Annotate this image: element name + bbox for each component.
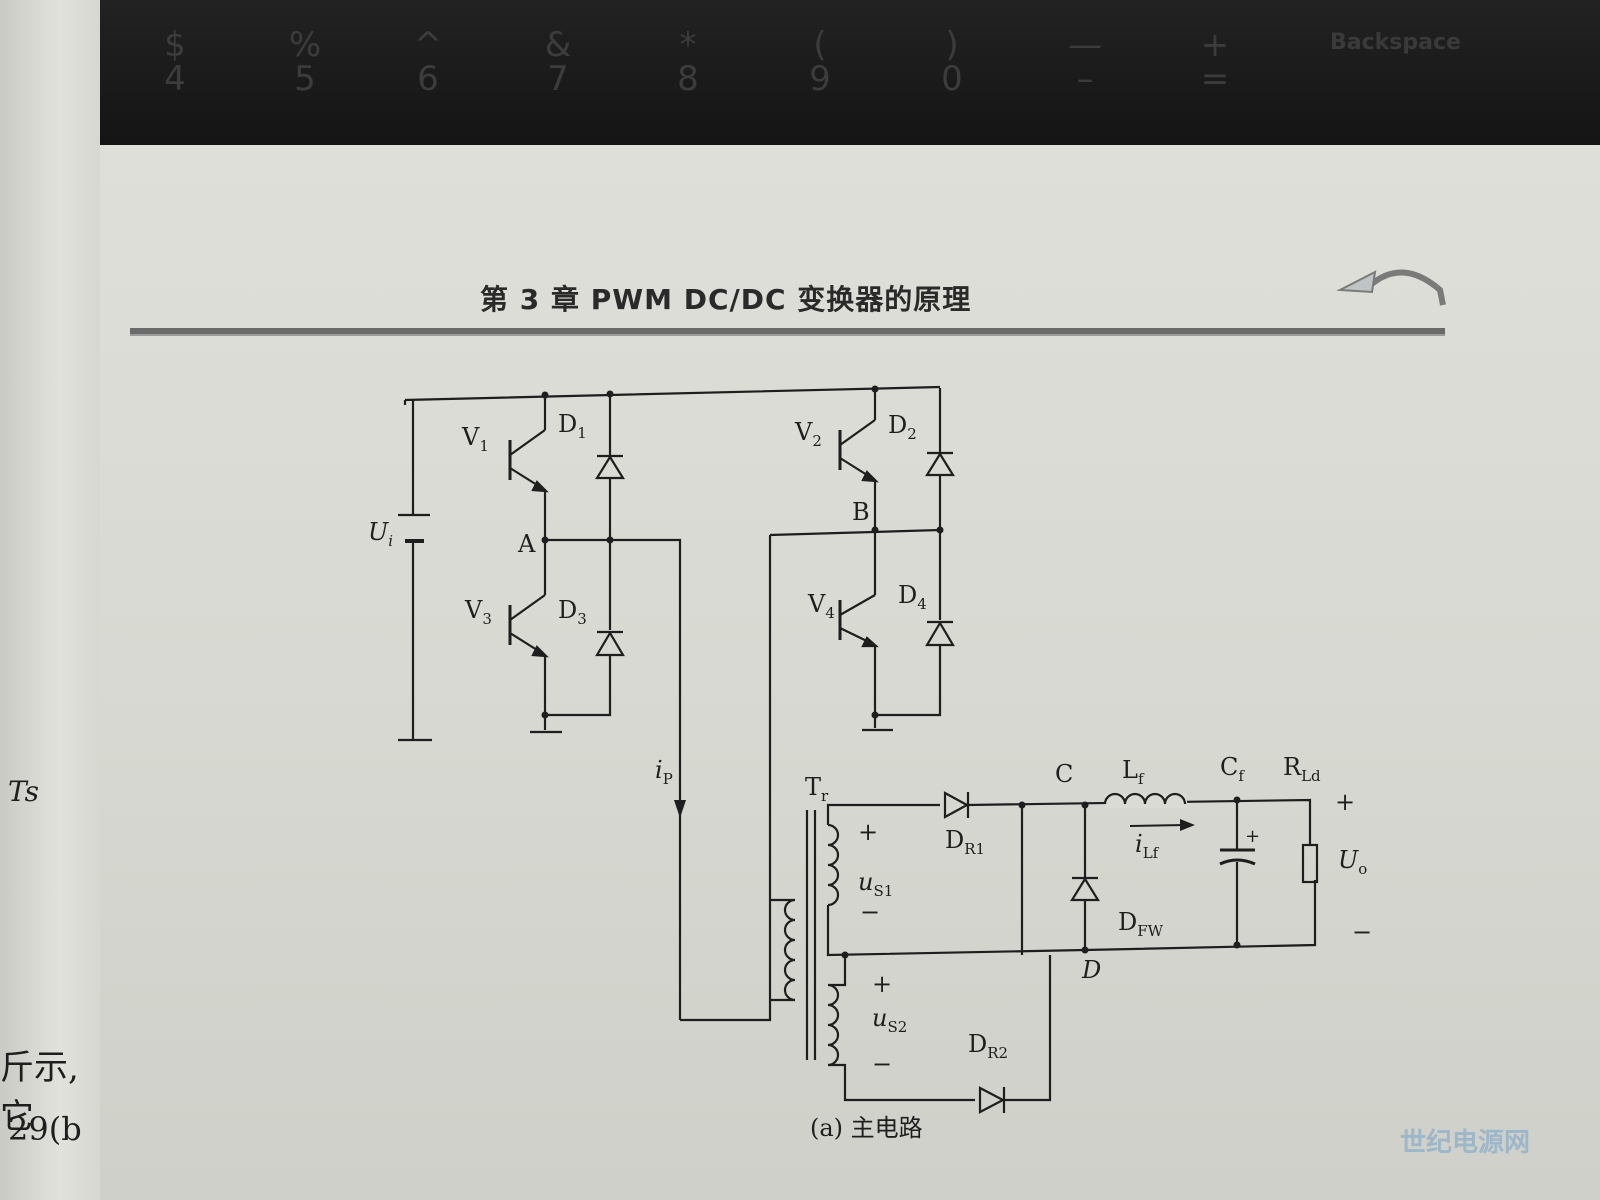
key-top: + [1200,25,1230,65]
key-7: &7 [528,28,588,96]
key-backspace: Backspace [1330,30,1461,55]
diode-d1-symbol [595,454,625,480]
key-0: )0 [922,28,982,96]
key-top: $ [164,25,186,65]
key-top: ) [945,25,959,65]
watermark-logo: 世纪电源网 [1400,1128,1531,1158]
key-bottom: 0 [941,59,963,99]
transformer-symbol [770,810,840,1067]
label-plus-out: + [1335,788,1355,816]
label-v1: V1 [461,423,489,455]
left-text-2: 29(b [8,1110,82,1148]
key-top: & [544,25,572,65]
label-ip: iP [655,756,673,788]
label-node-c: C [1055,760,1073,788]
label-dfw: DFW [1118,908,1164,940]
key-bottom: 9 [809,59,831,99]
label-minus-s1: − [860,898,880,926]
key-bottom: 6 [417,59,439,99]
label-minus-s2: − [872,1050,892,1078]
key-5: %5 [275,28,335,96]
key-bottom: 7 [547,59,569,99]
primary-bridge-wires [398,385,942,1022]
diode-dr2-symbol [978,1086,1006,1114]
ilf-current-arrow [1129,819,1195,831]
key-minus: —– [1055,28,1115,96]
label-v4: V4 [807,590,835,622]
label-v2: V2 [794,418,822,450]
key-bottom: 8 [677,59,699,99]
label-plus-s1: + [858,818,878,846]
chapter-header: 第 3 章 PWM DC/DC 变换器的原理 [480,283,972,316]
label-node-b: B [852,498,870,526]
header-rule [130,328,1445,336]
key-4: $4 [145,28,205,96]
label-rld: RLd [1283,753,1321,785]
key-top: ( [813,25,827,65]
inductor-lf-symbol [1103,792,1187,808]
transistor-v1-symbol [508,429,549,493]
key-9: (9 [790,28,850,96]
label-ilf: iLf [1135,830,1160,862]
label-plus-s2: + [872,970,892,998]
key-top: % [288,25,322,65]
diode-dr1-symbol [943,791,970,819]
diode-d2-symbol [925,451,955,477]
key-top: * [679,25,697,65]
label-ui: Ui [368,518,393,550]
circuit-labels: Ui V1 D1 V3 D3 V2 D2 V4 D4 A B C D iP Tr… [368,410,1372,1078]
key-6: ^6 [398,28,458,96]
label-node-a: A [517,530,536,558]
ip-current-arrow [674,800,686,818]
label-uo: Uo [1338,846,1367,878]
label-cap-plus: + [1245,826,1260,847]
key-bottom: 4 [164,59,186,99]
transistor-v3-symbol [508,594,549,658]
secondary-wires [826,798,1317,1102]
key-8: *8 [658,28,718,96]
key-bottom: = [1200,59,1230,99]
key-top: ^ [413,25,443,65]
transistor-v2-symbol [838,419,879,483]
book-page [95,145,1600,1200]
diode-dfw-symbol [1070,876,1100,902]
label-node-d: D [1081,956,1101,984]
diode-d3-symbol [595,630,625,657]
keyboard-background: $4 %5 ^6 &7 *8 (9 )0 —– += Backspace [0,0,1600,150]
label-us2: uS2 [872,1004,907,1036]
key-equals: += [1185,28,1245,96]
transistor-v4-symbol [838,594,879,648]
label-tr: Tr [805,773,829,805]
label-dr1: DR1 [945,826,985,858]
label-lf: Lf [1122,756,1145,788]
label-minus-out: − [1352,918,1372,946]
label-cf: Cf [1220,753,1245,785]
junction-dots [541,385,1241,959]
figure-caption: (a) 主电路 [810,1114,923,1142]
label-dr2: DR2 [968,1030,1008,1062]
key-bottom: – [1076,59,1094,99]
label-d3: D3 [558,596,587,628]
left-text-1: 斤示,它 [0,1048,79,1137]
resistor-rld-symbol [1301,843,1319,884]
label-us1: uS1 [858,868,893,900]
header-arrow-icon [1336,269,1446,306]
label-d1: D1 [558,410,587,442]
diode-d4-symbol [925,620,955,647]
key-bottom: 5 [294,59,316,99]
label-d2: D2 [888,411,917,443]
left-book-page: Ts 斤示,它 29(b [0,0,100,1200]
key-top: — [1068,25,1102,65]
label-d4: D4 [898,581,927,613]
left-ts-label: Ts [8,775,40,808]
label-v3: V3 [464,596,492,628]
dc-source-symbol [398,513,430,543]
capacitor-cf-symbol [1219,848,1256,866]
